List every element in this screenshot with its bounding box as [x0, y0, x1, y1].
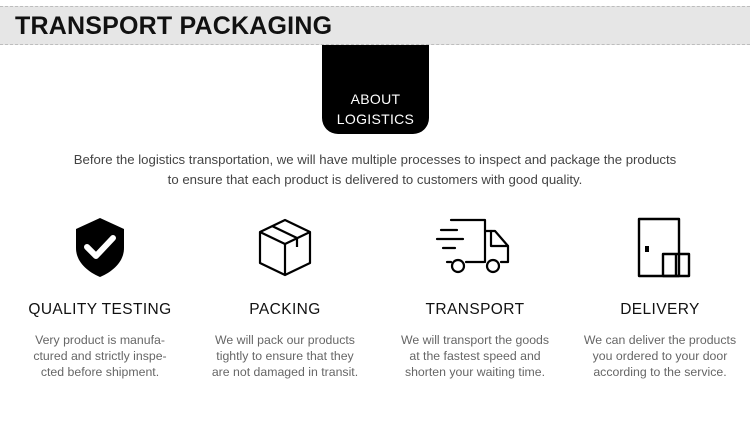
intro-line-1: Before the logistics transportation, we … — [73, 152, 677, 167]
intro-line-2: to ensure that each product is delivered… — [167, 172, 583, 187]
feature-desc-line: We will pack our products — [215, 333, 355, 347]
feature-description: Very product is manufa- ctured and stric… — [10, 332, 190, 380]
about-tab-line-1: ABOUT — [350, 91, 401, 107]
feature-title: QUALITY TESTING — [28, 301, 172, 318]
feature-desc-line: according to the service. — [593, 365, 727, 379]
about-tab-line-2: LOGISTICS — [336, 111, 415, 127]
shield-check-icon — [76, 218, 124, 277]
feature-desc-line: Very product is manufa- — [35, 333, 165, 347]
page-title: TRANSPORT PACKAGING — [15, 12, 333, 40]
feature-desc-line: We will transport the goods — [400, 333, 550, 347]
feature-desc-line: ctured and strictly inspe- — [33, 349, 167, 363]
feature-desc-line: cted before shipment. — [40, 365, 160, 379]
feature-delivery: DELIVERY We can deliver the products you… — [570, 214, 750, 379]
truck-icon — [435, 218, 510, 274]
feature-description: We will pack our products tightly to ens… — [195, 332, 375, 380]
feature-packing: PACKING We will pack our products tightl… — [195, 214, 375, 379]
feature-description: We can deliver the products you ordered … — [570, 332, 750, 380]
door-icon — [637, 217, 691, 278]
feature-title: TRANSPORT — [425, 301, 525, 318]
about-logistics-tab: ABOUT LOGISTICS — [322, 45, 429, 134]
box-icon — [258, 218, 312, 277]
feature-desc-line: shorten your waiting time. — [404, 365, 546, 379]
feature-desc-line: tightly to ensure that they — [216, 349, 354, 363]
feature-desc-line: are not damaged in transit. — [211, 365, 359, 379]
feature-desc-line: at the fastest speed and — [409, 349, 541, 363]
feature-desc-line: you ordered to your door — [592, 349, 728, 363]
feature-desc-line: We can deliver the products — [583, 333, 737, 347]
feature-title: PACKING — [249, 301, 321, 318]
header-band — [0, 6, 750, 45]
feature-transport: TRANSPORT We will transport the goods at… — [385, 214, 565, 379]
feature-title: DELIVERY — [620, 301, 700, 318]
intro-text: Before the logistics transportation, we … — [20, 150, 730, 190]
feature-description: We will transport the goods at the faste… — [385, 332, 565, 380]
feature-quality-testing: QUALITY TESTING Very product is manufa- … — [10, 214, 190, 379]
